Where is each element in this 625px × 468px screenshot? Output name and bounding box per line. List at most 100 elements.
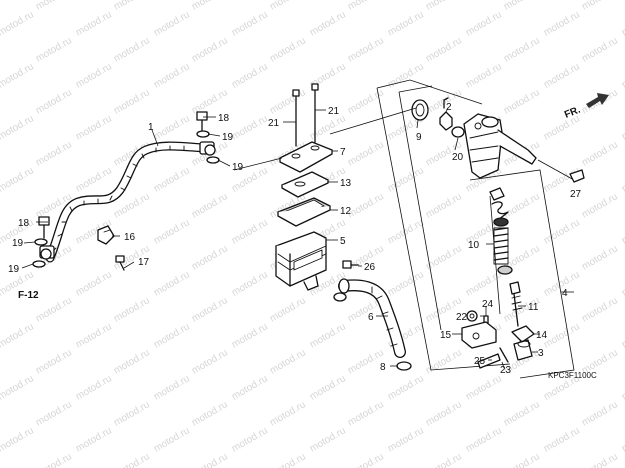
front-arrow-icon <box>586 93 609 108</box>
watermark-text: motod.ru <box>230 425 270 454</box>
watermark-text: motod.ru <box>580 139 620 168</box>
watermark-text: motod.ru <box>424 0 464 13</box>
watermark-text: motod.ru <box>34 347 74 376</box>
watermark-text: motod.ru <box>464 373 504 402</box>
callout-14: 14 <box>536 330 548 341</box>
watermark-text: motod.ru <box>542 61 582 90</box>
piston-spring-set <box>489 187 513 275</box>
watermark-text: motod.ru <box>386 217 426 246</box>
watermark-text: motod.ru <box>152 61 192 90</box>
callout-12: 12 <box>340 206 352 217</box>
watermark-text: motod.ru <box>230 61 270 90</box>
watermark-text: motod.ru <box>74 165 114 194</box>
watermark-text: motod.ru <box>502 399 542 428</box>
callout-2: 2 <box>446 102 452 113</box>
watermark-text: motod.ru <box>542 113 582 142</box>
watermark-text: motod.ru <box>230 373 270 402</box>
watermark-text: motod.ru <box>346 399 386 428</box>
watermark-text: motod.ru <box>190 295 230 324</box>
watermark-text: motod.ru <box>580 35 620 64</box>
watermark-text: motod.ru <box>424 347 464 376</box>
watermark-text: motod.ru <box>386 269 426 298</box>
callout-1: 1 <box>148 122 154 133</box>
callout-21-right: 21 <box>328 106 340 117</box>
callout-19-lower-a: 19 <box>12 238 24 249</box>
watermark-text: motod.ru <box>74 321 114 350</box>
watermark-text: motod.ru <box>230 9 270 38</box>
watermark-text: motod.ru <box>620 9 625 38</box>
callout-7: 7 <box>340 147 346 158</box>
watermark-text: motod.ru <box>424 399 464 428</box>
push-rod <box>509 281 523 327</box>
reservoir-hose <box>333 278 412 371</box>
reservoir-hose-clip <box>342 260 359 269</box>
watermark-text: motod.ru <box>580 295 620 324</box>
watermark-text: motod.ru <box>308 321 348 350</box>
leader-lines <box>21 107 574 369</box>
push-rod-nut <box>466 310 478 322</box>
watermark-text: motod.ru <box>620 61 625 90</box>
watermark-text: motod.ru <box>74 61 114 90</box>
watermark-text: motod.ru <box>346 139 386 168</box>
watermark-text: motod.ru <box>346 451 386 468</box>
watermark-text: motod.ru <box>502 0 542 13</box>
watermark-text: motod.ru <box>620 269 625 298</box>
watermark-text: motod.ru <box>230 113 270 142</box>
watermark-text: motod.ru <box>346 35 386 64</box>
watermark-text: motod.ru <box>580 399 620 428</box>
brake-hose <box>39 141 216 263</box>
watermark-text: motod.ru <box>620 113 625 142</box>
watermark-text: motod.ru <box>620 373 625 402</box>
watermark-text: motod.ru <box>34 295 74 324</box>
cotter-pin <box>477 347 509 369</box>
callout-10: 10 <box>468 240 480 251</box>
watermark-text: motod.ru <box>152 217 192 246</box>
watermark-text: motod.ru <box>268 0 308 13</box>
watermark-text: motod.ru <box>190 347 230 376</box>
callout-8: 8 <box>380 362 386 373</box>
reservoir-plate <box>281 171 329 198</box>
watermark-text: motod.ru <box>0 61 36 90</box>
watermark-text: motod.ru <box>268 87 308 116</box>
watermark-text: motod.ru <box>386 165 426 194</box>
watermark-text: motod.ru <box>268 399 308 428</box>
watermark-text: motod.ru <box>542 321 582 350</box>
watermark-text: motod.ru <box>346 0 386 13</box>
upper-hose-bolt <box>196 111 220 164</box>
watermark-text: motod.ru <box>580 191 620 220</box>
watermark-text: motod.ru <box>542 217 582 246</box>
callout-17: 17 <box>138 257 150 268</box>
watermark-text: motod.ru <box>34 399 74 428</box>
watermark-text: motod.ru <box>152 425 192 454</box>
watermark-text: motod.ru <box>542 425 582 454</box>
watermark-text: motod.ru <box>74 113 114 142</box>
callout-9: 9 <box>416 132 422 143</box>
watermark-text: motod.ru <box>74 373 114 402</box>
watermark-text: motod.ru <box>152 113 192 142</box>
watermark-text: motod.ru <box>112 87 152 116</box>
callout-18-upper: 18 <box>218 113 230 124</box>
watermark-text: motod.ru <box>502 191 542 220</box>
watermark-text: motod.ru <box>620 165 625 194</box>
hose-clamp <box>97 225 125 271</box>
watermark-text: motod.ru <box>230 269 270 298</box>
watermark-text: motod.ru <box>386 61 426 90</box>
callout-6: 6 <box>368 312 374 323</box>
callout-18-lower: 18 <box>18 218 30 229</box>
watermark-text: motod.ru <box>190 35 230 64</box>
reservoir-cap-screws <box>292 83 319 147</box>
callout-19-upper-b: 19 <box>232 162 244 173</box>
diagram-code: KPC3F1100C <box>548 371 597 380</box>
watermark-text: motod.ru <box>190 243 230 272</box>
watermark-text: motod.ru <box>386 425 426 454</box>
watermark-text: motod.ru <box>112 451 152 468</box>
watermark-text: motod.ru <box>0 165 36 194</box>
watermark-text: motod.ru <box>112 0 152 13</box>
brake-fluid-reservoir <box>275 231 327 291</box>
watermark-text: motod.ru <box>112 295 152 324</box>
watermark-text: motod.ru <box>190 191 230 220</box>
callout-27: 27 <box>570 189 582 200</box>
watermark-text: motod.ru <box>346 191 386 220</box>
watermark-text: motod.ru <box>268 35 308 64</box>
